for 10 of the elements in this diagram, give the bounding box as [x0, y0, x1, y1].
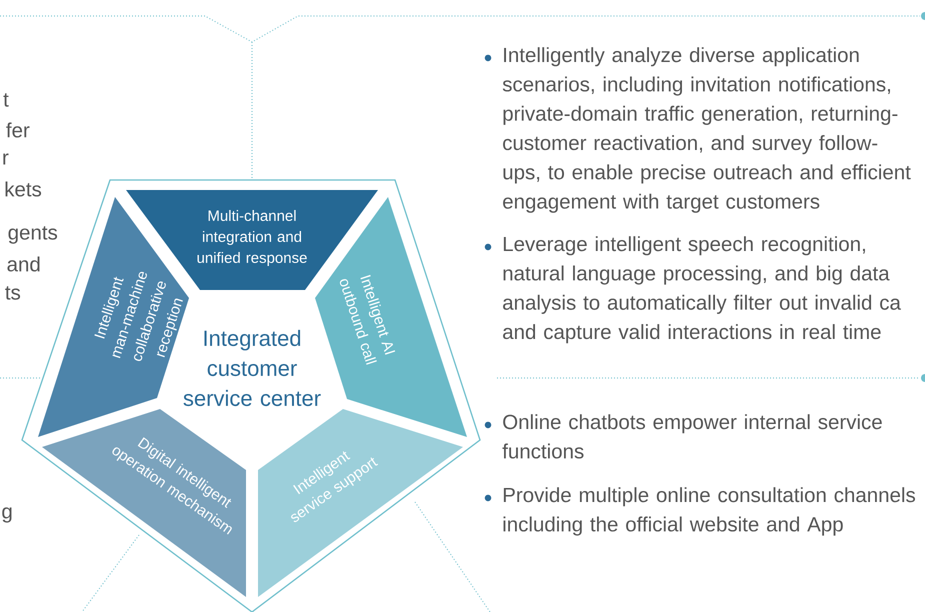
bullet-item: Intelligently analyze diverse application scenarios, including invitation notifications, private-domain traffic generation, returning-customer reactivation, and survey follow-ups, to enable precise outreach and efficient engagement with target customers: [484, 47, 911, 213]
bullet-item: Provide multiple online consultation channels including the official website and App: [484, 487, 916, 536]
bullet-item: Leverage intelligent speech recognition, natural language processing, and big data analysis to automatically filter out invalid ca and capture valid interactions in real time: [484, 236, 901, 344]
text-fragment: g: [2, 507, 12, 523]
text-fragment: kets: [6, 181, 42, 197]
text-fragment: t: [3, 93, 9, 107]
text-fragment: fer: [6, 122, 30, 138]
text-fragment: r: [3, 153, 8, 164]
text-fragment: and: [7, 256, 40, 272]
bullet-item: Online chatbots empower internal service functions: [484, 414, 882, 459]
